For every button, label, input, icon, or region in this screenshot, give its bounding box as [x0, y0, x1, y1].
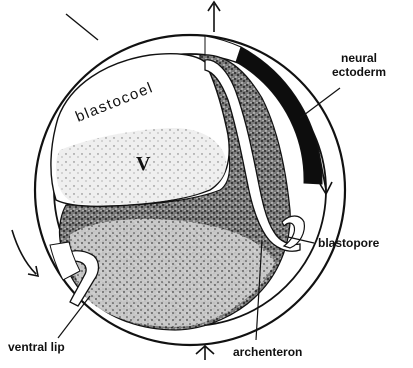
blastopore-label: blastopore — [318, 236, 379, 250]
v-marker: V — [136, 153, 151, 175]
leader-neural-ectoderm — [300, 88, 340, 118]
neural-ectoderm-label: neural ectoderm — [332, 51, 386, 79]
ventral-lip-label: ventral lip — [8, 340, 65, 354]
archenteron-label: archenteron — [233, 345, 302, 359]
neural-ectoderm-line2: ectoderm — [332, 65, 386, 79]
neural-ectoderm-line1: neural — [332, 51, 386, 65]
top-left-tick — [66, 14, 98, 40]
left-arrow — [12, 230, 36, 274]
